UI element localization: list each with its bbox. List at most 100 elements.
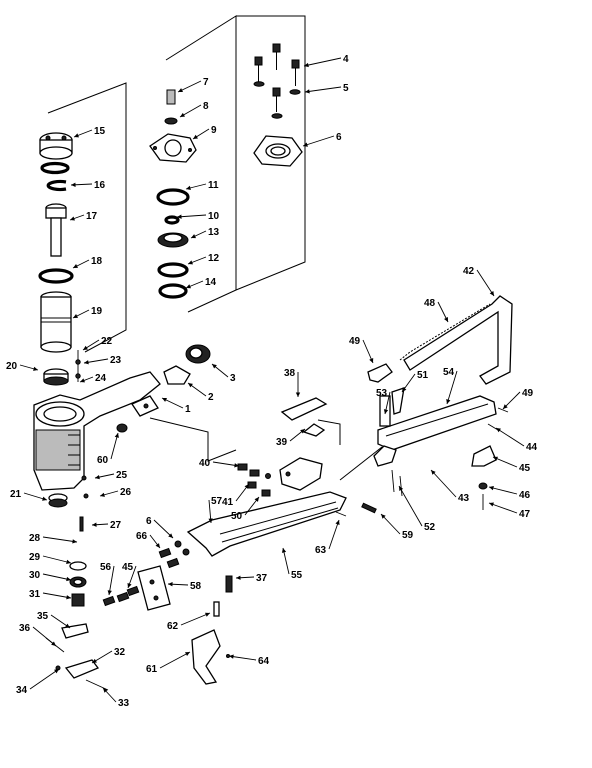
cap-assembly bbox=[39, 132, 73, 160]
washers-5 bbox=[253, 81, 301, 119]
callout-label-38: 38 bbox=[284, 368, 296, 379]
trigger-valve-parts bbox=[69, 561, 87, 607]
screws-52 bbox=[391, 469, 403, 497]
pusher-49 bbox=[367, 363, 393, 383]
callout-arrow-49 bbox=[369, 358, 374, 363]
screws-66 bbox=[158, 540, 190, 569]
callout-arrow-37 bbox=[236, 575, 241, 580]
callout-arrow-11 bbox=[186, 185, 191, 191]
callout-arrow-52 bbox=[399, 486, 404, 491]
pin-27 bbox=[79, 516, 84, 532]
o-ring-14 bbox=[158, 283, 188, 299]
washer-46 bbox=[478, 482, 488, 490]
bracket-61 bbox=[191, 629, 221, 685]
callout-leader-36 bbox=[32, 626, 57, 647]
callout-leader-30 bbox=[42, 573, 72, 581]
cylinder-19 bbox=[40, 291, 72, 353]
callout-arrow-36 bbox=[51, 641, 56, 646]
pin-62 bbox=[213, 601, 220, 617]
callout-arrow-5 bbox=[305, 89, 310, 94]
callout-label-45: 45 bbox=[122, 562, 134, 573]
callout-leader-44 bbox=[495, 427, 525, 447]
callout-label-30: 30 bbox=[29, 570, 41, 581]
callout-arrow-7 bbox=[178, 88, 183, 93]
callout-label-40: 40 bbox=[199, 458, 211, 469]
callout-arrow-59 bbox=[381, 514, 386, 519]
callout-arrow-20 bbox=[33, 366, 38, 371]
callout-label-35: 35 bbox=[37, 611, 49, 622]
callout-label-62: 62 bbox=[167, 621, 179, 632]
callout-label-44: 44 bbox=[526, 442, 538, 453]
valve-body-9 bbox=[149, 133, 197, 163]
callout-arrow-43 bbox=[431, 470, 436, 475]
callout-leader-56 bbox=[108, 565, 115, 596]
callout-arrow-21 bbox=[42, 496, 47, 501]
callout-label-29: 29 bbox=[29, 552, 41, 563]
latch-38 bbox=[280, 397, 328, 421]
bumper-21 bbox=[48, 493, 68, 508]
screws-56 bbox=[102, 585, 140, 607]
o-ring-18 bbox=[38, 268, 74, 284]
callout-arrow-26 bbox=[100, 492, 105, 497]
bumper-20 bbox=[43, 368, 69, 386]
callout-label-19: 19 bbox=[91, 306, 103, 317]
callout-arrow-51 bbox=[402, 387, 407, 392]
group-outlines bbox=[47, 15, 383, 481]
callout-arrow-53 bbox=[383, 409, 389, 414]
callout-label-66: 66 bbox=[136, 531, 148, 542]
callout-arrow-23 bbox=[84, 360, 89, 365]
spring-39 bbox=[302, 423, 326, 437]
callout-label-25: 25 bbox=[116, 470, 128, 481]
callout-arrow-63 bbox=[335, 520, 340, 525]
spring-7 bbox=[166, 89, 176, 105]
callout-label-63: 63 bbox=[315, 545, 327, 556]
callout-arrow-9 bbox=[193, 134, 198, 139]
callout-arrow-32 bbox=[92, 658, 97, 663]
callout-arrow-14 bbox=[186, 284, 191, 289]
washer-23 bbox=[75, 359, 81, 365]
screw-59 bbox=[361, 502, 377, 514]
callout-arrow-61 bbox=[185, 652, 190, 657]
callout-leader-54 bbox=[446, 370, 458, 405]
nose-assembly bbox=[186, 457, 347, 557]
callout-arrow-48 bbox=[444, 317, 448, 322]
callout-arrow-2 bbox=[188, 383, 193, 388]
callout-arrow-3 bbox=[212, 364, 217, 369]
callout-label-10: 10 bbox=[208, 211, 220, 222]
callout-arrow-6 bbox=[303, 142, 308, 147]
callout-arrow-15 bbox=[74, 133, 79, 138]
callout-label-7: 7 bbox=[203, 77, 209, 88]
callout-label-48: 48 bbox=[424, 298, 436, 309]
callout-label-43: 43 bbox=[458, 493, 470, 504]
callout-arrow-60 bbox=[114, 433, 119, 438]
callout-label-47: 47 bbox=[519, 509, 531, 520]
housing-1 bbox=[33, 371, 161, 491]
callout-label-27: 27 bbox=[110, 520, 122, 531]
pin-63 bbox=[335, 511, 347, 517]
deflector-3 bbox=[185, 344, 211, 364]
callout-label-60: 60 bbox=[97, 455, 109, 466]
callout-arrow-50 bbox=[254, 497, 259, 502]
callout-leader-59 bbox=[380, 513, 401, 535]
callout-arrow-49 bbox=[503, 404, 508, 409]
callout-leader-42 bbox=[476, 269, 495, 297]
callout-leader-31 bbox=[42, 592, 72, 599]
callout-leader-5 bbox=[304, 86, 342, 93]
o-ring-10 bbox=[164, 215, 180, 225]
callout-label-1: 1 bbox=[185, 404, 191, 415]
callout-label-28: 28 bbox=[29, 533, 41, 544]
callout-leader-34 bbox=[29, 668, 60, 690]
callout-arrow-12 bbox=[188, 260, 193, 265]
callout-arrow-16 bbox=[71, 182, 76, 187]
callout-arrow-24 bbox=[80, 378, 85, 383]
piston-driver-17 bbox=[45, 203, 67, 257]
callout-leader-62 bbox=[180, 612, 211, 626]
callout-label-14: 14 bbox=[205, 277, 217, 288]
callout-arrow-10 bbox=[177, 214, 182, 219]
trigger-lever-32 bbox=[64, 659, 100, 679]
callout-arrow-8 bbox=[180, 112, 185, 117]
callout-arrow-64 bbox=[229, 654, 234, 659]
callout-arrow-1 bbox=[162, 397, 167, 402]
retaining-ring-16 bbox=[46, 179, 67, 192]
